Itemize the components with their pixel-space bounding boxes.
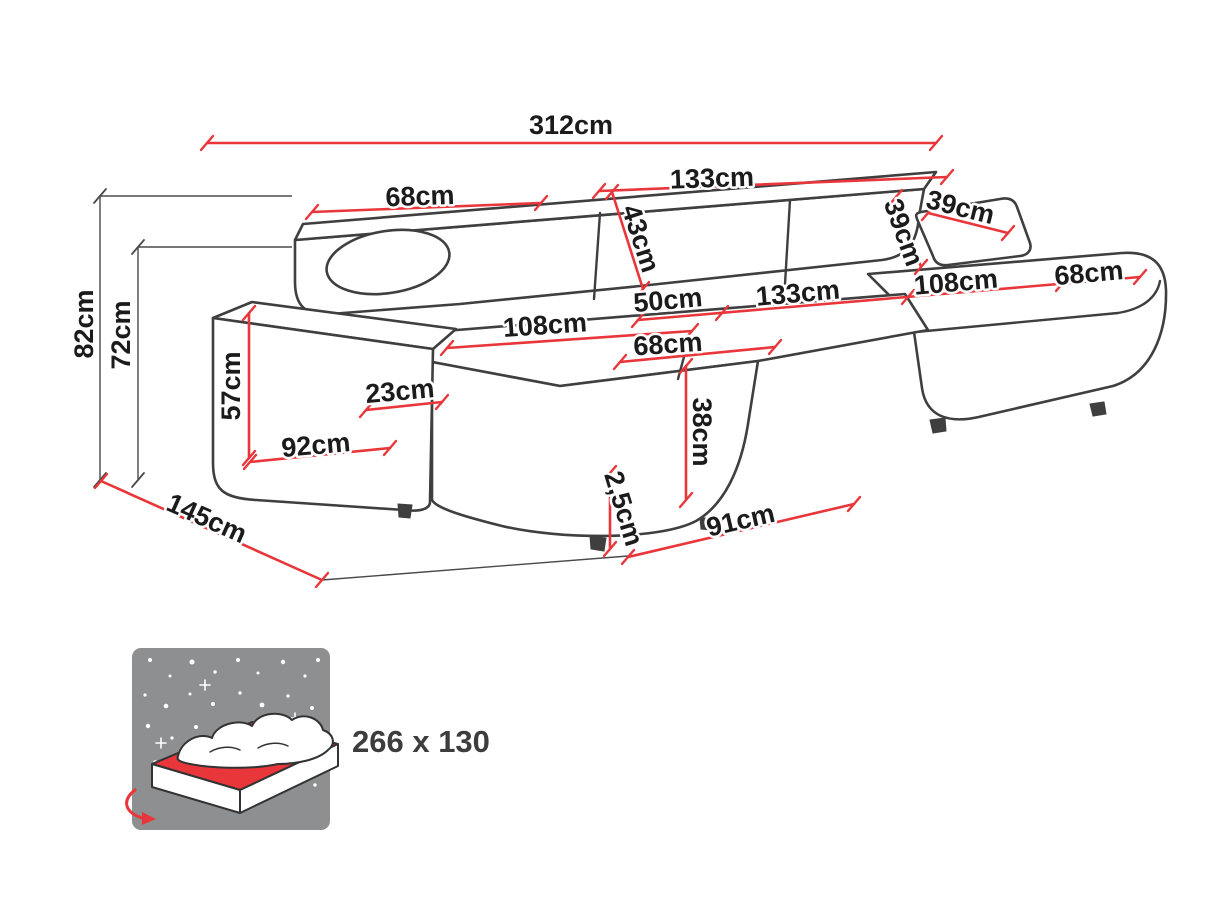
backrest-front: [293, 187, 926, 316]
dim-label-armrest-width: 23cm: [364, 373, 435, 409]
tick: [131, 472, 145, 488]
dim-label-armrest-total-height: 72cm: [106, 300, 136, 369]
dim-line-chaise-length-left: [445, 329, 694, 350]
sleeping-area-size: 266 x 130: [352, 724, 490, 759]
backrest-seam-left: [592, 211, 602, 301]
dim-label-total-height: 82cm: [69, 289, 99, 358]
tick: [93, 472, 107, 488]
leg: [929, 417, 947, 434]
dim-label-total-width: 312cm: [529, 110, 613, 140]
dim-line-front-depth: [626, 502, 856, 559]
dim-label-seat-depth-mid: 50cm: [632, 282, 703, 318]
dim-label-back-left-width: 68cm: [385, 180, 455, 212]
dim-line-back-section-width: [597, 175, 949, 193]
pillow: [325, 228, 451, 296]
leg: [589, 535, 607, 552]
unfold-arrow: [125, 788, 144, 820]
sleeping-function-icon: 266 x 130: [125, 648, 490, 830]
dim-line-armrest-width: [364, 400, 444, 412]
dim-line-total-depth: [99, 479, 324, 582]
tick: [93, 188, 107, 204]
dim-line-seat-front-width: [618, 345, 777, 364]
dim-label-armrest-height: 57cm: [216, 351, 246, 420]
sofa-legs: [397, 401, 1107, 552]
seat-front: [430, 359, 760, 538]
duvet-fold-line: [257, 742, 289, 749]
leg: [1089, 401, 1107, 417]
duvet-fold-line: [209, 746, 241, 753]
stars: [143, 658, 320, 787]
dim-label-seat-width-mid: 133cm: [755, 275, 841, 312]
dim-label-seat-front-width: 68cm: [632, 327, 703, 362]
dim-label-back-section-width: 133cm: [669, 162, 754, 195]
dim-label-seat-height: 38cm: [687, 397, 717, 466]
floor-projection-line: [321, 555, 629, 581]
dim-line-backrest-height: [610, 190, 645, 291]
sparkle-icon: [155, 737, 167, 749]
sparkle-icon: [199, 679, 211, 691]
duvet: [176, 712, 334, 769]
fold-out-bed-icon: [125, 712, 339, 825]
armrest-front: [211, 316, 435, 512]
construction-lines: [93, 188, 629, 581]
dim-label-armrest-front-length: 92cm: [280, 427, 351, 463]
dim-line-back-left-width: [310, 201, 543, 214]
backrest-seam-right: [783, 198, 792, 286]
dim-label-chaise-length-left: 108cm: [502, 307, 588, 343]
dimension-lines: [93, 134, 1148, 589]
dim-line-headrest-depth: [894, 195, 923, 269]
headrest-cushion: [914, 197, 1032, 267]
dim-line-armrest-front-length: [248, 446, 392, 464]
sofa-outline: [211, 170, 1168, 552]
dim-label-chaise-width-right: 68cm: [1053, 255, 1124, 291]
tick: [131, 239, 145, 255]
unfold-arrow-head: [142, 812, 156, 825]
dim-line-headrest-width: [926, 211, 1010, 235]
leg: [397, 503, 413, 519]
right-chaise-edge: [903, 279, 1162, 335]
leg: [699, 517, 714, 531]
